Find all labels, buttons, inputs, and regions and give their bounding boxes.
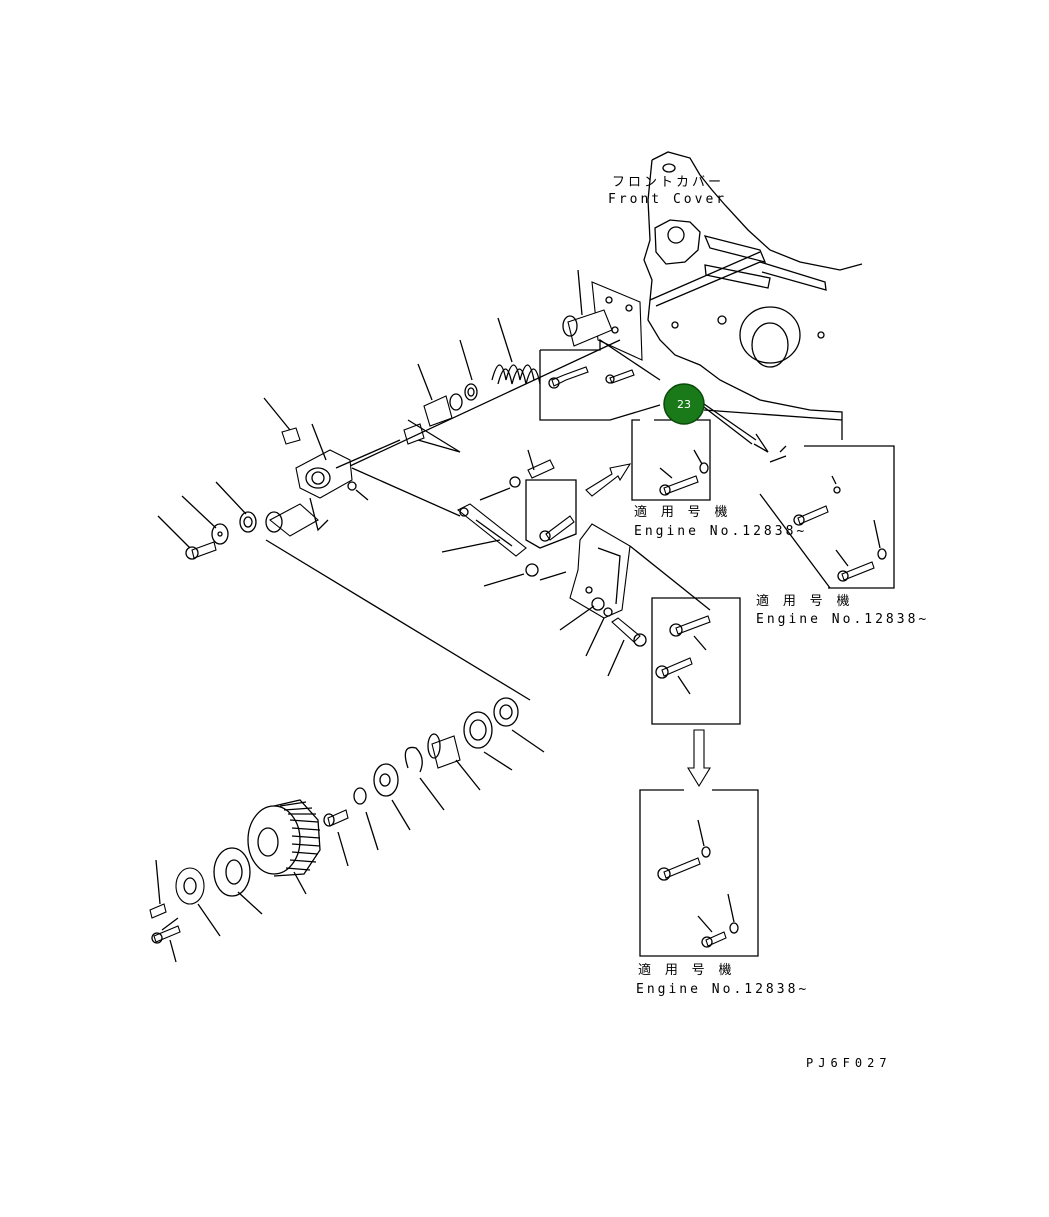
engine-no-label-3: Engine No.12838~ (636, 982, 809, 997)
bracket-bolts-middle (559, 597, 647, 677)
variant-box-2 (703, 409, 895, 589)
variant-box-4 (639, 789, 759, 957)
pulley-assembly (149, 539, 545, 963)
front-cover-label-jp: フロントカバー (612, 175, 724, 190)
front-cover-housing (643, 151, 863, 440)
applicable-label-2: 適 用 号 機 (756, 593, 852, 609)
callout-badge-23[interactable]: 23 (663, 383, 705, 425)
callout-badge-circle[interactable] (663, 383, 705, 425)
applicable-label-1: 適 用 号 機 (634, 504, 730, 520)
applicable-label-3: 適 用 号 機 (638, 962, 734, 978)
variant-box-3 (651, 597, 741, 725)
bracket-bolts-upper (539, 338, 661, 421)
adjust-link (351, 449, 567, 587)
callout-badge-number[interactable]: 23 (677, 398, 691, 411)
idler-shaft-bracket (562, 251, 761, 361)
drawing-code: PJ6F027 (806, 1056, 892, 1070)
engine-no-label-2: Engine No.12838~ (756, 612, 929, 627)
bracket-middle (525, 479, 711, 619)
pulley-bracket-left (263, 397, 401, 537)
front-cover-label-en: Front Cover (608, 192, 727, 207)
left-fasteners (157, 481, 257, 560)
tension-spring-group (349, 317, 621, 467)
engine-no-label-1: Engine No.12838~ (634, 524, 807, 539)
direction-arrows (585, 403, 769, 788)
variant-box-1 (631, 419, 711, 501)
